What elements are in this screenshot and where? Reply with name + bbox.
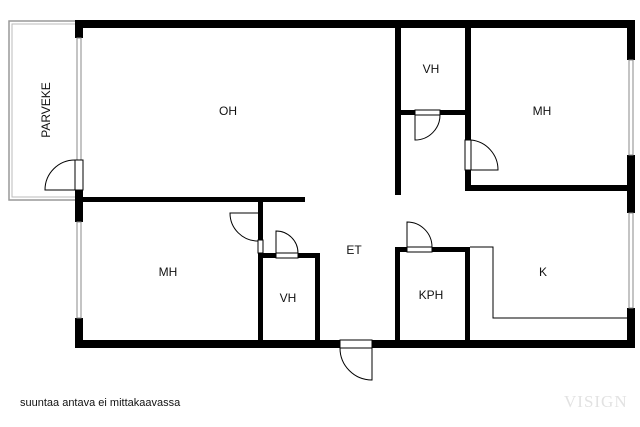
wall-left: [75, 318, 83, 348]
wall-left: [75, 20, 83, 38]
wall-right: [627, 308, 635, 348]
wall-mh: [465, 170, 471, 191]
balcony-railing-inner: [11, 23, 75, 198]
room-label-kitchen: K: [538, 265, 548, 279]
wall-vh-top: [395, 110, 415, 115]
wall-bottom: [75, 340, 340, 348]
room-label-hall: ET: [346, 243, 362, 257]
wall-right: [627, 155, 635, 213]
scale-note: suuntaa antava ei mittakaavassa: [20, 397, 181, 409]
wall-mh-closet: [258, 200, 263, 240]
room-label-bedroom-left: MH: [158, 265, 178, 279]
walls: [75, 20, 635, 348]
wall-vh: [298, 253, 320, 258]
room-label-bedroom-right: MH: [532, 104, 552, 118]
room-label-wc-bottom: VH: [279, 291, 297, 305]
windows: [76, 37, 634, 319]
room-label-wc-top: VH: [422, 62, 440, 76]
wall-top: [75, 20, 635, 28]
room-label-living: OH: [219, 104, 237, 118]
room-label-bathroom: KPH: [418, 288, 444, 302]
wall-bottom: [372, 340, 635, 348]
mh-right-door: [470, 139, 499, 171]
balcony-door: [44, 159, 76, 191]
wall-vh: [258, 253, 263, 343]
mh-door: [229, 212, 259, 242]
wall-mh: [465, 28, 471, 140]
vh-top-door: [414, 114, 441, 141]
wall-kph: [395, 247, 407, 252]
wall-right: [627, 20, 635, 60]
wall-left: [75, 190, 83, 222]
entrance-door: [339, 347, 373, 381]
wall-vh-top: [440, 110, 470, 115]
wall-mh-bottom: [465, 185, 635, 191]
wall-kph: [395, 247, 400, 343]
watermark: VISIGN: [564, 392, 628, 411]
doors: [44, 109, 499, 381]
kph-door: [406, 221, 433, 248]
wall-kph: [465, 247, 470, 343]
room-label-balcony: PARVEKE: [39, 82, 53, 138]
wall-vh: [258, 253, 276, 258]
wall-kph: [432, 247, 470, 252]
wall-vh: [315, 253, 320, 343]
balcony-railing: [8, 20, 75, 201]
wall-oh-mh: [75, 197, 305, 202]
kitchen-counter: [470, 246, 627, 319]
vh-door: [275, 230, 299, 254]
